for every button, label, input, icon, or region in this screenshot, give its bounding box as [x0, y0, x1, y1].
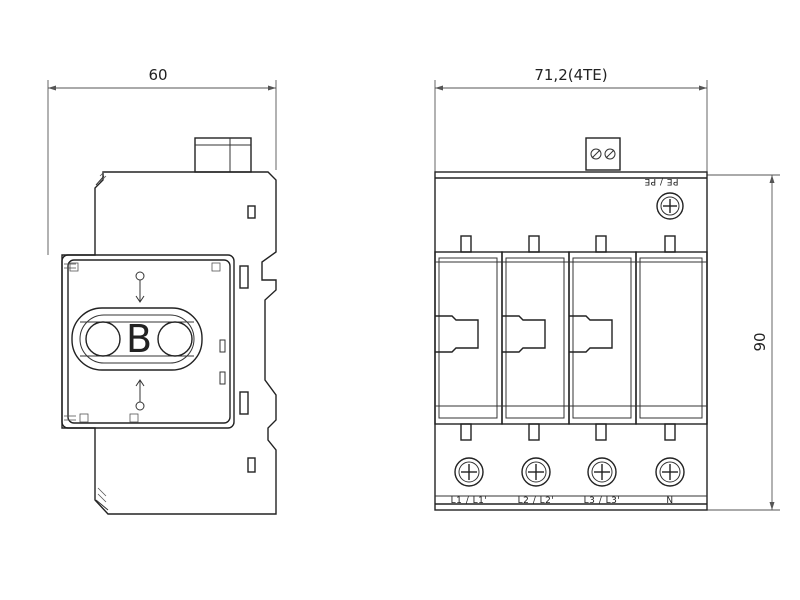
terminal-label-l2: L2 / L2': [518, 496, 555, 506]
side-view: 60: [47, 66, 277, 515]
logo-letter-b: B: [126, 317, 152, 361]
front-height-label: 90: [751, 332, 769, 351]
obo-logo: B: [71, 307, 203, 371]
front-height-dimension: 90: [707, 174, 780, 511]
module-l2: [501, 251, 570, 425]
module-l1: [434, 251, 503, 425]
side-protection-module: B: [61, 254, 235, 429]
front-width-dimension: 71,2(4TE): [434, 66, 708, 175]
module-l3: [568, 251, 637, 425]
pe-screw-icon: [656, 192, 684, 220]
terminal-label-n: N: [666, 496, 673, 506]
front-width-label: 71,2(4TE): [534, 66, 607, 84]
terminal-label-l1: L1 / L1': [451, 496, 488, 506]
l1-screw-icon: [454, 457, 484, 487]
protection-modules: [434, 251, 708, 425]
side-top-terminal: [194, 137, 252, 173]
n-screw-icon: [655, 457, 685, 487]
pe-terminal-label: PE / PE: [644, 176, 678, 186]
side-base-housing: [61, 171, 277, 515]
pe-terminal-block: [585, 137, 621, 171]
side-width-dimension: 60: [47, 66, 277, 255]
terminal-label-l3: L3 / L3': [584, 496, 621, 506]
up-arrow-icon: [135, 271, 145, 303]
front-view: 71,2(4TE) 90 PE / PE: [434, 66, 780, 511]
l2-screw-icon: [521, 457, 551, 487]
module-n: [635, 251, 708, 425]
down-arrow-icon: [135, 379, 145, 411]
l3-screw-icon: [587, 457, 617, 487]
side-width-label: 60: [148, 66, 167, 84]
